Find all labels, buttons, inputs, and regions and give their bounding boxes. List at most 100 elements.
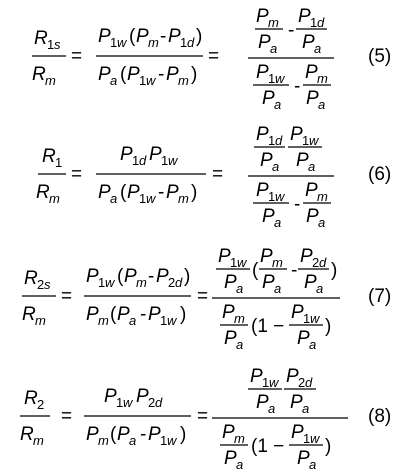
svg-text:1: 1 [268,71,275,86]
svg-text:a: a [318,97,325,112]
svg-text:P: P [148,424,161,445]
svg-text:a: a [129,433,136,448]
svg-text:-: - [288,20,294,41]
svg-text:=: = [197,406,208,427]
svg-text:w: w [269,375,280,390]
svg-text:a: a [129,313,136,328]
svg-text:R: R [22,304,36,325]
svg-text:-: - [148,266,154,287]
svg-text:=: = [208,46,219,67]
svg-text:1: 1 [302,133,309,148]
svg-text:P: P [86,304,99,325]
svg-text:a: a [302,401,309,416]
svg-text:-: - [294,194,300,215]
svg-text:d: d [317,15,325,30]
svg-text:P: P [86,424,99,445]
svg-text:P: P [304,272,317,293]
equation-number: (5) [368,46,391,67]
svg-text:P: P [86,266,99,287]
svg-text:=: = [71,164,82,185]
svg-text:1: 1 [139,191,146,206]
svg-text:P: P [156,266,169,287]
svg-text:w: w [105,275,116,290]
svg-text:d: d [139,153,147,168]
svg-text:m: m [148,35,159,50]
svg-text:P: P [262,206,275,227]
svg-text:1: 1 [180,35,187,50]
svg-text:R: R [20,424,34,445]
svg-text:): ) [331,260,337,281]
svg-text:m: m [234,311,245,326]
svg-text:2: 2 [37,277,44,292]
svg-text:P: P [300,246,313,267]
svg-text:P: P [258,32,271,53]
svg-text:P: P [218,246,231,267]
svg-text:a: a [236,281,243,296]
svg-text:1: 1 [303,311,310,326]
svg-text:P: P [260,246,273,267]
svg-text:w: w [146,73,157,88]
svg-text:d: d [175,275,183,290]
svg-text:a: a [316,281,323,296]
svg-text:s: s [44,277,51,292]
svg-text:R: R [36,182,50,203]
svg-text:P: P [166,64,179,85]
svg-text:=: = [71,46,82,67]
svg-text:w: w [117,35,128,50]
svg-text:): ) [325,316,331,337]
svg-text:-: - [140,424,146,445]
svg-text:m: m [272,255,283,270]
svg-text:m: m [178,73,189,88]
svg-text:1: 1 [139,73,146,88]
svg-text:w: w [310,311,321,326]
svg-text:a: a [236,457,243,472]
svg-text:1: 1 [268,189,275,204]
svg-text:P: P [224,328,237,349]
svg-text:w: w [310,431,321,446]
svg-text:m: m [98,433,109,448]
svg-text:m: m [268,15,279,30]
svg-text:a: a [274,215,281,230]
svg-text:P: P [305,180,318,201]
svg-text:d: d [275,133,283,148]
svg-text:w: w [123,395,134,410]
svg-text:P: P [149,144,162,165]
svg-text:R: R [32,64,46,85]
svg-text:P: P [117,304,130,325]
svg-text:P: P [136,26,149,47]
svg-text:d: d [319,255,327,270]
svg-text:R: R [34,28,48,49]
svg-text:P: P [306,88,319,109]
svg-text:R: R [24,388,38,409]
svg-text:d: d [305,375,313,390]
svg-text:(: ( [120,64,127,85]
svg-text:P: P [256,392,269,413]
svg-text:-: - [294,76,300,97]
svg-text:w: w [167,433,178,448]
svg-text:s: s [54,37,61,52]
svg-text:P: P [224,272,237,293]
svg-text:P: P [166,182,179,203]
svg-text:a: a [314,41,321,56]
svg-text:a: a [308,159,315,174]
svg-text:R: R [42,146,56,167]
svg-text:m: m [49,191,60,206]
svg-text:w: w [167,313,178,328]
svg-text:1: 1 [268,133,275,148]
svg-text:m: m [234,431,245,446]
svg-text:m: m [98,313,109,328]
svg-text:P: P [296,150,309,171]
svg-text:(: ( [110,304,117,325]
svg-text:a: a [309,457,316,472]
svg-text:R: R [24,268,38,289]
svg-text:(1 −: (1 − [251,316,284,337]
equation-number: (8) [368,406,391,427]
svg-text:(1 −: (1 − [251,436,284,457]
svg-text:P: P [250,366,263,387]
svg-text:-: - [158,182,164,203]
svg-text:P: P [127,182,140,203]
svg-text:=: = [212,164,223,185]
